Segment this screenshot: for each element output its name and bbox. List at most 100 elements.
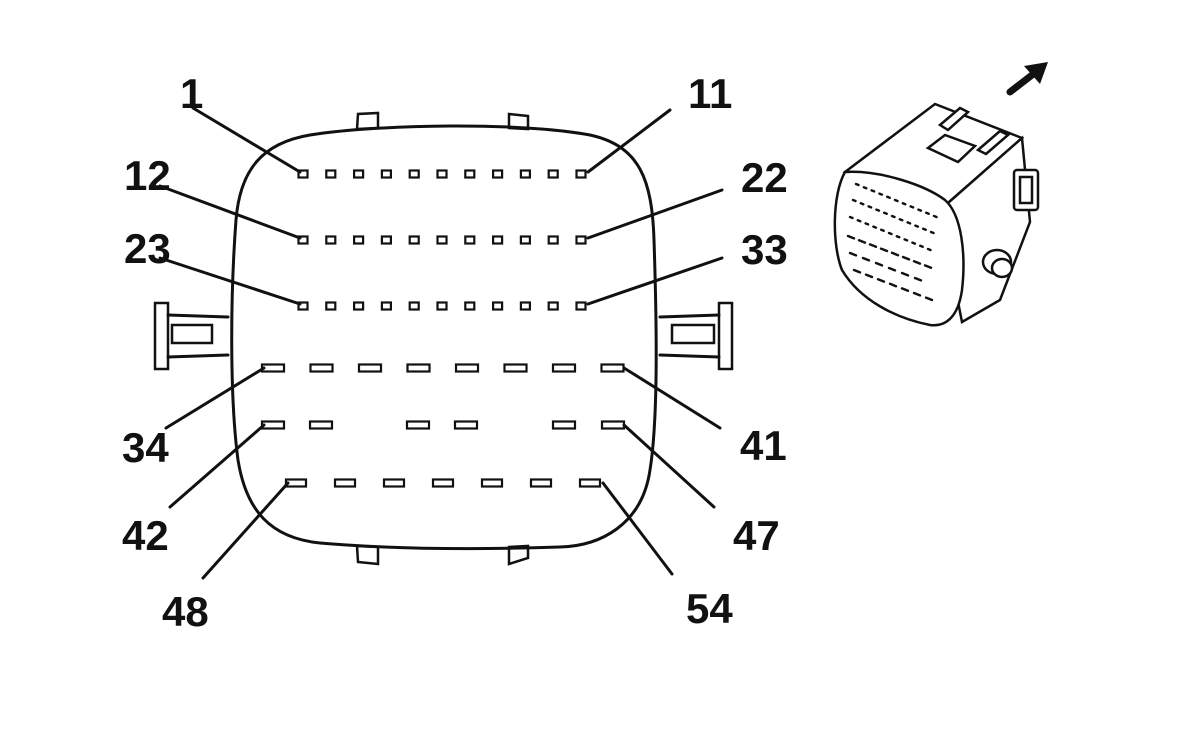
- pin-cavity-row1-9: [519, 169, 532, 179]
- pin-cavity-row2-6: [436, 235, 448, 245]
- pin-cavity-row3-9: [519, 301, 532, 311]
- pin-cavity-row1-3: [353, 169, 365, 179]
- mini-pin: [851, 198, 857, 203]
- mini-pin: [870, 189, 876, 193]
- mini-pin: [876, 278, 886, 283]
- mini-pin: [864, 273, 874, 279]
- pin-cavity-row1-8: [492, 169, 504, 179]
- mini-pin: [872, 225, 878, 229]
- pin-cavity-row3-7: [464, 301, 476, 311]
- pin-cavity-row5-4: [453, 420, 479, 430]
- mini-pin: [911, 241, 917, 245]
- leader-33: [586, 256, 724, 306]
- mini-pin: [901, 255, 911, 261]
- pin-cavity-row1-4: [380, 169, 392, 179]
- pin-labels: 1 11 12 22 23 33 34 41 42 47 48 54: [122, 70, 788, 635]
- connector-face-outline: [230, 124, 658, 551]
- pin-cavity-row4-4: [406, 363, 431, 373]
- right-latch: [658, 301, 734, 371]
- pin-cavity-row6-5: [480, 478, 504, 488]
- pin-cavity-row1-2: [325, 169, 337, 179]
- mini-pin: [929, 230, 935, 235]
- mini-pin: [912, 291, 922, 297]
- label-1: 1: [180, 70, 203, 117]
- mini-pin: [859, 201, 865, 206]
- pin-cavity-row3-2: [325, 301, 337, 311]
- pin-cavity-row5-2: [308, 420, 334, 430]
- connector-3d-icon: [833, 102, 1040, 327]
- pin-cavity-row3-3: [353, 301, 365, 311]
- leader-lines: [158, 106, 724, 580]
- mini-pin: [906, 221, 912, 225]
- mini-pin: [879, 247, 889, 253]
- pin-cavity-row1-6: [436, 169, 448, 179]
- label-34: 34: [122, 424, 169, 471]
- mini-pin: [909, 205, 915, 209]
- mini-pin: [903, 238, 909, 242]
- leader-41: [622, 366, 722, 430]
- pin-cavity-row2-1: [297, 235, 309, 245]
- pin-cavity-row6-4: [431, 478, 455, 488]
- pin-cavity-row5-6: [600, 420, 626, 430]
- label-41: 41: [740, 422, 787, 469]
- mini-pin: [880, 228, 885, 233]
- mini-pin: [857, 238, 867, 244]
- pin-cavity-row2-4: [380, 235, 392, 245]
- mini-pin: [890, 251, 900, 257]
- leader-42: [168, 423, 266, 509]
- pin-cavity-row3-4: [380, 301, 392, 311]
- mini-pin: [854, 182, 860, 187]
- mini-pin: [926, 247, 932, 252]
- label-11: 11: [688, 70, 732, 117]
- mini-pin: [864, 222, 870, 226]
- leader-22: [586, 188, 724, 240]
- label-48: 48: [162, 588, 209, 635]
- pin-cavity-row2-2: [325, 235, 337, 245]
- label-23: 23: [124, 225, 171, 272]
- mini-pin: [848, 215, 854, 220]
- leader-34: [164, 366, 266, 430]
- direction-arrow-icon: [1006, 62, 1048, 96]
- mini-pin: [893, 198, 899, 203]
- pin-cavity-row4-6: [503, 363, 528, 373]
- pin-cavity-row4-7: [551, 363, 577, 373]
- label-42: 42: [122, 512, 169, 559]
- leader-11: [586, 108, 672, 174]
- pin-cavity-row6-2: [333, 478, 357, 488]
- bottom-tabs: [355, 544, 530, 566]
- pin-cavity-row4-3: [357, 363, 383, 373]
- pin-cavity-row4-8: [600, 363, 625, 373]
- pin-cavity-row5-3: [405, 420, 431, 430]
- pin-cavities: [260, 169, 626, 488]
- mini-pin: [878, 192, 884, 196]
- mini-pin: [888, 282, 898, 288]
- mini-pin-grid: [846, 182, 938, 302]
- mini-pin: [900, 287, 910, 292]
- mini-pin: [861, 256, 871, 262]
- pin-cavity-row4-2: [309, 363, 334, 373]
- leader-23: [158, 256, 302, 306]
- mini-pin: [912, 260, 922, 265]
- mini-pin: [900, 271, 910, 277]
- mini-pin: [901, 201, 907, 206]
- leader-54: [601, 481, 674, 576]
- mini-pin: [868, 243, 878, 249]
- mini-pin: [848, 251, 858, 257]
- mini-pin: [925, 211, 930, 216]
- mini-pin: [898, 217, 904, 222]
- pin-cavity-row2-7: [464, 235, 476, 245]
- mini-pin: [874, 261, 884, 267]
- leader-12: [158, 184, 302, 240]
- mini-pin: [914, 224, 920, 228]
- pin-cavity-row1-10: [547, 169, 559, 179]
- leader-1: [191, 106, 302, 174]
- mini-pin: [883, 211, 888, 216]
- label-33: 33: [741, 226, 788, 273]
- mini-pin: [875, 208, 881, 212]
- leader-48: [201, 481, 290, 580]
- pin-cavity-row2-9: [519, 235, 532, 245]
- mini-pin: [887, 231, 893, 236]
- mini-pin: [886, 195, 891, 200]
